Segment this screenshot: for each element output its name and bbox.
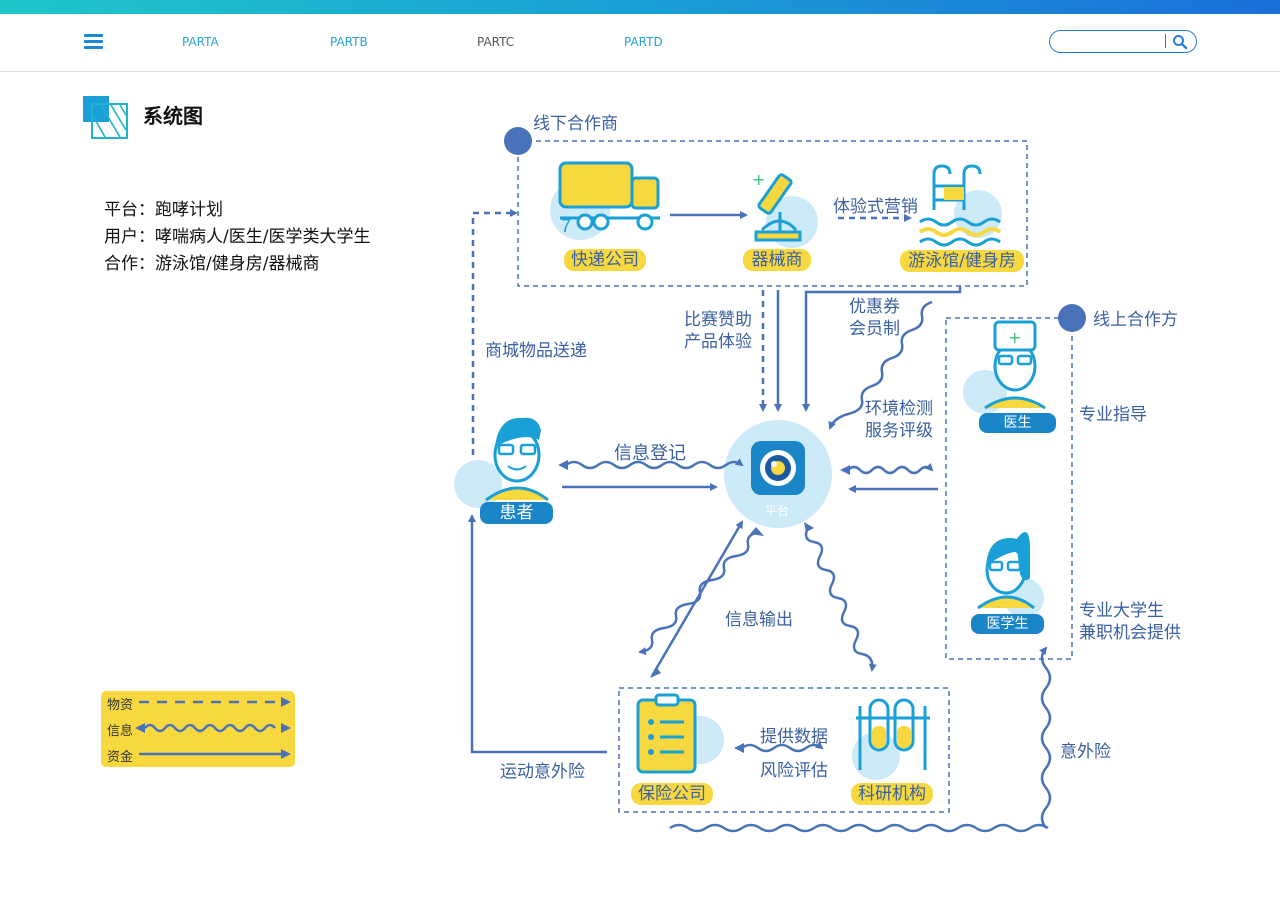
edge-data-wavy [741, 741, 824, 753]
label-experience-marketing: 体验式营销 [833, 197, 918, 217]
node-patient: 患者 [480, 502, 553, 524]
test-tubes-icon [852, 698, 930, 780]
edge-research-wavy [804, 527, 877, 672]
truck-icon: 7 [550, 161, 660, 240]
label-info-output: 信息输出 [725, 610, 793, 630]
nav-item-parta[interactable]: PARTA [182, 35, 219, 49]
online-group-dot [1058, 304, 1086, 332]
label-register: 信息登记 [614, 443, 686, 464]
online-group-label: 线上合作方 [1093, 310, 1178, 330]
search-icon[interactable] [1171, 33, 1189, 51]
label-sports-insurance: 运动意外险 [500, 762, 585, 782]
svg-text:+: + [1008, 328, 1021, 347]
platform-camera-icon [724, 420, 832, 528]
info-partners: 合作：游泳馆/健身房/器械商 [104, 254, 320, 274]
label-mall-delivery: 商城物品送递 [485, 341, 587, 361]
research-group-box [618, 687, 950, 813]
offline-group-box [517, 140, 1028, 287]
label-data-1: 提供数据 [760, 727, 828, 747]
label-accident-insurance: 意外险 [1060, 742, 1111, 762]
section-title: 系统图 [143, 104, 203, 128]
node-insurance: 保险公司 [631, 783, 713, 805]
edge-info-output-wavy [638, 530, 761, 656]
legend-material: 物资 [107, 698, 134, 713]
label-data-2: 风险评估 [760, 761, 828, 781]
patient-avatar-icon [454, 417, 549, 508]
search-input[interactable] [1060, 33, 1164, 51]
node-platform: 平台 [765, 504, 790, 518]
online-group-box [945, 317, 1073, 660]
top-navigation: PARTA PARTB PARTC PARTD [0, 14, 1280, 72]
info-users: 用户：哮喘病人/医生/医学类大学生 [104, 227, 371, 247]
doctor-avatar-icon: + [963, 320, 1046, 414]
label-student-2: 兼职机会提供 [1079, 623, 1181, 643]
node-courier: 快递公司 [564, 249, 646, 271]
node-doctor: 医生 [979, 413, 1056, 433]
top-gradient-bar [0, 0, 1280, 14]
nav-item-partb[interactable]: PARTB [330, 35, 368, 49]
pool-ladder-icon [918, 164, 1002, 247]
label-coupon-1: 优惠券 [849, 297, 900, 317]
nav-item-partc[interactable]: PARTC [477, 35, 515, 49]
offline-group-label: 线下合作商 [533, 114, 618, 134]
edge-register-wavy [565, 458, 744, 470]
nav-item-partd[interactable]: PARTD [624, 35, 663, 49]
search-box [1049, 30, 1197, 53]
edge-online-wavy [847, 462, 934, 475]
edge-coupon-wavy [828, 300, 933, 430]
legend-info: 信息 [107, 724, 134, 739]
label-coupon-2: 会员制 [849, 319, 900, 339]
edge-sports-insurance [468, 514, 607, 754]
legend-lines [135, 697, 291, 759]
microscope-icon: + [752, 170, 818, 248]
label-sponsor-2: 产品体验 [684, 332, 752, 352]
legend-money: 资金 [107, 750, 134, 765]
svg-text:+: + [752, 170, 765, 189]
label-pro-guidance: 专业指导 [1079, 405, 1147, 425]
clipboard-icon [636, 693, 724, 774]
offline-group-dot [504, 127, 532, 155]
label-student-1: 专业大学生 [1079, 601, 1164, 621]
info-platform: 平台：跑哮计划 [104, 200, 223, 220]
edge-gym-money [802, 286, 962, 412]
legend: 物资 信息 资金 [101, 691, 295, 767]
svg-text:7: 7 [561, 216, 571, 236]
student-avatar-icon [977, 532, 1044, 618]
label-env-1: 环境检测 [865, 399, 933, 419]
menu-icon[interactable] [84, 34, 103, 50]
label-sponsor-1: 比赛赞助 [684, 310, 752, 330]
section-icon [83, 96, 128, 139]
edge-patient-offline [471, 209, 518, 455]
node-gym: 游泳馆/健身房 [900, 250, 1024, 272]
search-divider [1165, 34, 1166, 48]
node-equipment: 器械商 [743, 249, 811, 271]
label-env-2: 服务评级 [865, 421, 933, 441]
edge-insurance-platform-money [650, 520, 744, 677]
node-student: 医学生 [971, 614, 1044, 634]
node-research: 科研机构 [851, 783, 933, 805]
edge-accident-wavy [669, 648, 1050, 833]
